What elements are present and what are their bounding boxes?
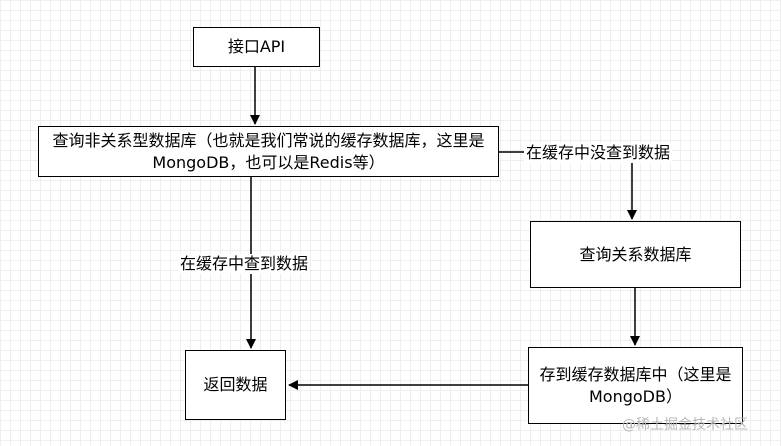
query-relational-node: 查询关系数据库 xyxy=(530,221,741,288)
cache-miss-label: 在缓存中没查到数据 xyxy=(524,143,673,163)
cache-hit-label: 在缓存中查到数据 xyxy=(178,254,311,274)
store-cache-node: 存到缓存数据库中（这里是MongoDB） xyxy=(528,347,743,424)
watermark: @稀土掘金技术社区 xyxy=(622,417,748,433)
query-nosql-node: 查询非关系型数据库（也就是我们常说的缓存数据库，这里是MongoDB，也可以是R… xyxy=(38,126,499,177)
api-node: 接口API xyxy=(193,27,320,67)
return-data-node: 返回数据 xyxy=(185,350,286,420)
